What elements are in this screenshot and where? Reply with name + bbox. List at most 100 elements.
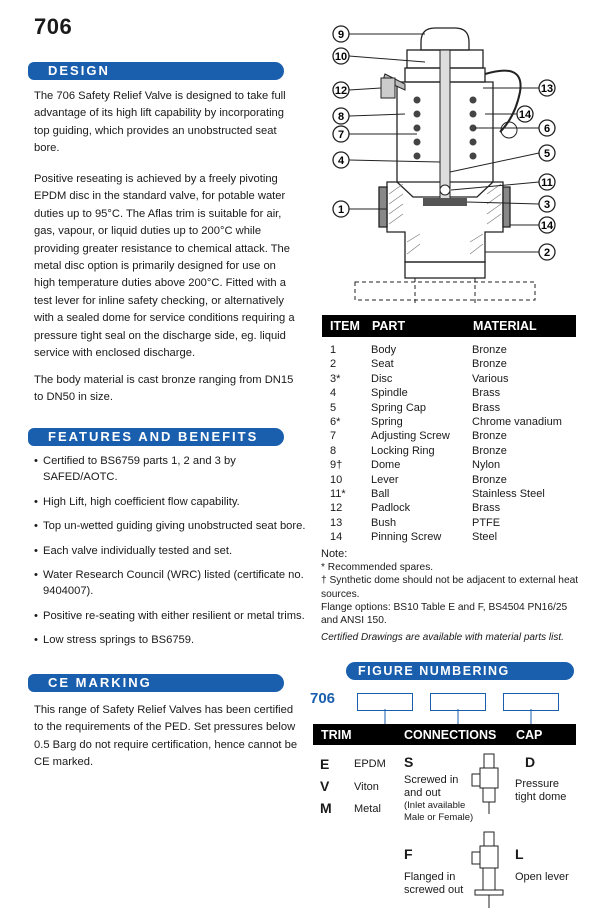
svg-text:8: 8 — [338, 111, 344, 123]
callout-right-13: 13 — [483, 79, 556, 97]
note-line: † Synthetic dome should not be adjacent … — [321, 575, 579, 600]
part-material: PTFE — [472, 516, 501, 529]
part-item: 12 — [330, 502, 343, 515]
callout-right-2: 2 — [485, 243, 556, 261]
svg-text:9: 9 — [338, 29, 344, 41]
note-line: * Recommended spares. — [321, 562, 434, 574]
part-item: 11* — [330, 488, 346, 500]
valve-diagram: 9 10 12 8 7 4 1 13 14 6 5 11 3 14 2 — [332, 25, 556, 304]
screwed-valve-icon — [471, 753, 499, 814]
part-item: 5 — [330, 401, 337, 414]
part-item: 13 — [330, 516, 343, 529]
svg-text:7: 7 — [338, 129, 344, 141]
callout-right-6: 6 — [475, 119, 556, 137]
part-name: Disc — [371, 372, 393, 385]
features-heading: FEATURES AND BENEFITS — [28, 428, 284, 446]
part-name: Locking Ring — [371, 444, 435, 457]
svg-text:5: 5 — [544, 148, 550, 160]
feature-item: Each valve individually tested and set. — [34, 543, 309, 560]
parts-row: 14 Pinning Screw Steel — [330, 530, 580, 544]
part-material: Bronze — [472, 430, 507, 443]
cap-l-text: Open lever — [515, 871, 569, 883]
part-material: Steel — [472, 531, 498, 544]
trim-name-metal: Metal — [354, 803, 381, 815]
part-name: Spring — [371, 416, 403, 428]
figure-heading: FIGURE NUMBERING SYSTEM — [346, 662, 574, 696]
callout-left-1: 1 — [332, 200, 387, 218]
part-item: 3* — [330, 372, 341, 385]
notes-title: Note: — [321, 548, 348, 560]
parts-row: 13 Bush PTFE — [330, 516, 580, 530]
col-item: ITEM — [330, 319, 360, 333]
trim-code-e: E — [320, 756, 330, 772]
conn-code-f: F — [404, 846, 413, 862]
svg-text:14: 14 — [519, 109, 532, 121]
notes: Note: * Recommended spares. † Synthetic … — [321, 548, 581, 644]
parts-row: 3* Disc Various — [330, 372, 580, 386]
part-item: 14 — [330, 531, 343, 544]
figure-table-header: TRIM CONNECTIONS CAP — [313, 724, 576, 745]
callout-left-4: 4 — [332, 151, 441, 169]
svg-text:13: 13 — [541, 83, 553, 95]
svg-text:12: 12 — [335, 85, 347, 97]
callout-left-9: 9 — [332, 25, 425, 43]
feature-item: Low stress springs to BS6759. — [34, 632, 309, 649]
part-material: Bronze — [472, 473, 507, 486]
col-connections: CONNECTIONS — [404, 728, 497, 742]
trim-code-v: V — [320, 778, 330, 794]
feature-item: Positive re-seating with either resilien… — [34, 608, 309, 625]
svg-text:6: 6 — [544, 123, 550, 135]
part-name: Spring Cap — [371, 401, 427, 414]
part-name: Bush — [371, 516, 397, 529]
part-name: Adjusting Screw — [371, 430, 450, 443]
figure-prefix: 706 — [310, 690, 336, 707]
part-name: Dome — [371, 459, 401, 472]
part-item: 2 — [330, 358, 337, 371]
part-material: Stainless Steel — [472, 488, 545, 500]
col-cap: CAP — [516, 728, 543, 742]
ce-text: This range of Safety Relief Valves has b… — [34, 704, 298, 769]
callout-right-11: 11 — [450, 173, 556, 191]
feature-item: Certified to BS6759 parts 1, 2 and 3 by … — [34, 453, 309, 486]
svg-text:2: 2 — [544, 247, 550, 259]
part-material: Brass — [472, 502, 501, 515]
part-material: Chrome vanadium — [472, 416, 562, 428]
trim-code-m: M — [320, 800, 332, 816]
design-para-2: Positive reseating is achieved by a free… — [34, 173, 295, 360]
svg-text:4: 4 — [338, 155, 345, 167]
part-material: Various — [472, 372, 509, 385]
cap-code-d: D — [525, 754, 536, 770]
cap-code-l: L — [515, 846, 524, 862]
part-name: Padlock — [371, 502, 411, 515]
col-material: MATERIAL — [473, 319, 537, 333]
design-para-1: The 706 Safety Relief Valve is designed … — [34, 90, 286, 155]
callout-left-8: 8 — [332, 107, 406, 125]
dome-shape — [420, 27, 470, 51]
part-name: Spindle — [371, 387, 408, 400]
certified-note: Certified Drawings are available with ma… — [321, 632, 564, 644]
trim-name-epdm: EPDM — [354, 758, 386, 770]
part-name: Lever — [371, 473, 399, 486]
part-item: 8 — [330, 444, 337, 457]
features-list: Certified to BS6759 parts 1, 2 and 3 by … — [34, 453, 309, 657]
callout-right-5: 5 — [449, 144, 556, 173]
parts-row: 12 Padlock Brass — [330, 501, 580, 515]
callout-left-7: 7 — [332, 125, 417, 143]
part-material: Bronze — [472, 358, 507, 371]
part-item: 4 — [330, 387, 337, 400]
col-trim: TRIM — [321, 728, 352, 742]
part-name: Pinning Screw — [371, 531, 442, 544]
part-name: Body — [371, 344, 397, 356]
trim-name-viton: Viton — [354, 781, 379, 793]
flanged-valve-icon — [471, 831, 504, 908]
svg-text:3: 3 — [544, 199, 550, 211]
design-heading: DESIGN — [28, 62, 284, 80]
part-material: Bronze — [472, 344, 507, 356]
conn-code-s: S — [404, 754, 414, 770]
part-name: Ball — [371, 488, 390, 500]
